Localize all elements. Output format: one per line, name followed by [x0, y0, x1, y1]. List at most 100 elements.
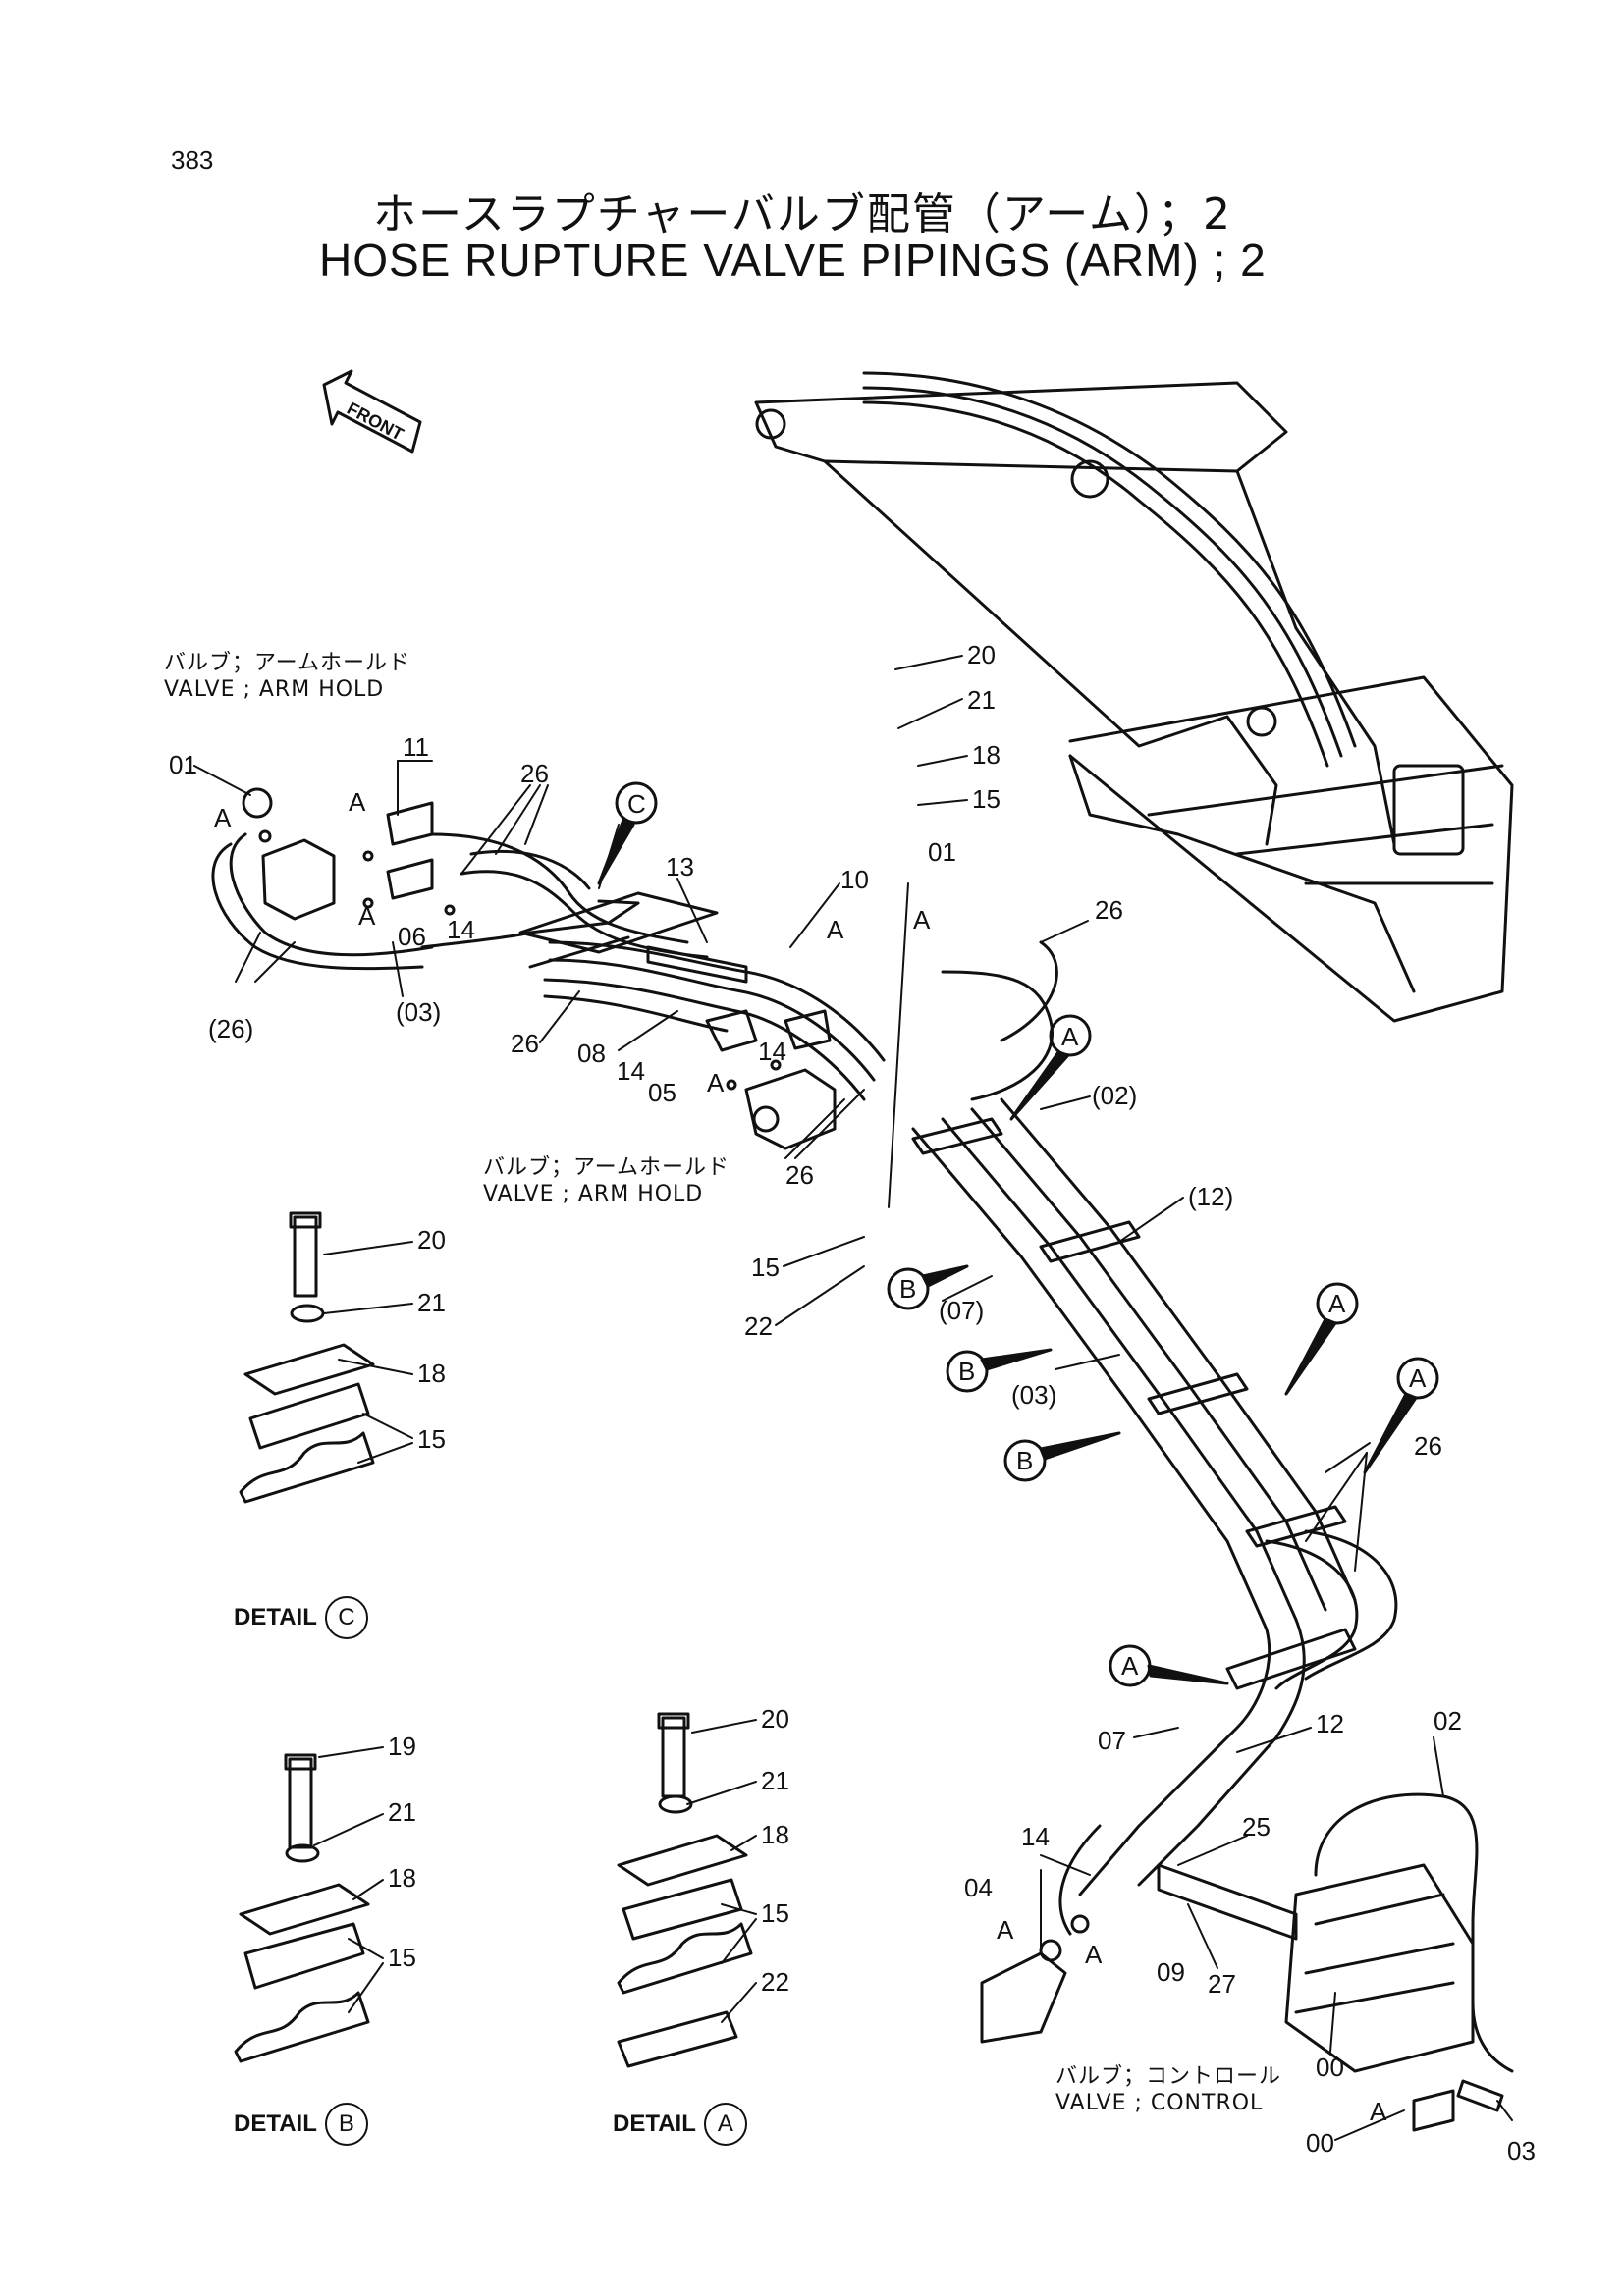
detail-b-callout-15: 15: [388, 1943, 416, 1972]
page-number: 383: [171, 145, 214, 175]
part-callouts: 20 21 18 15 01 A 11 A A 06 14 (03) (26) …: [169, 640, 1536, 2165]
detail-c-circle: C: [324, 1596, 368, 1639]
arm-hold-valve-caption-top-en: VALVE ; ARM HOLD: [164, 677, 385, 702]
control-valve-caption-jp: バルブ；コントロール: [1055, 2064, 1282, 2089]
detail-b-parts: [234, 1753, 370, 2063]
callout-22: 22: [744, 1311, 773, 1341]
callout-a: A: [997, 1915, 1014, 1945]
detail-b-callout-21: 21: [388, 1797, 416, 1827]
callout-25: 25: [1242, 1812, 1271, 1842]
detail-a-callout-20: 20: [761, 1704, 789, 1734]
control-valve-caption: バルブ；コントロール VALVE ; CONTROL: [1055, 2063, 1281, 2116]
clamp-rail-c: [518, 891, 719, 969]
arm-hold-valve-caption-top: バルブ；アームホールド VALVE ; ARM HOLD: [164, 650, 410, 703]
callout-a: A: [707, 1068, 725, 1097]
callout-06: 06: [398, 922, 426, 951]
callout-02: 02: [1434, 1706, 1462, 1735]
callout-a: A: [913, 905, 931, 934]
callout-a: A: [1409, 1363, 1427, 1393]
callout-02: (02): [1092, 1081, 1137, 1110]
callout-26: 26: [511, 1029, 539, 1058]
callout-09: 09: [1157, 1957, 1185, 1987]
callout-12: 12: [1316, 1709, 1344, 1738]
callout-04: 04: [964, 1873, 993, 1902]
callout-26: 26: [520, 759, 549, 788]
detail-a-callout-22: 22: [761, 1967, 789, 1997]
detail-a-callout-15: 15: [761, 1898, 789, 1928]
arm-hold-valve-caption-top-jp: バルブ；アームホールド: [164, 651, 411, 675]
callout-15: 15: [972, 784, 1001, 814]
control-valve-caption-en: VALVE ; CONTROL: [1055, 2091, 1264, 2115]
callout-03: (03): [1011, 1380, 1056, 1410]
callout-15: 15: [751, 1253, 780, 1282]
detail-a-label: DETAIL: [613, 2110, 696, 2137]
control-valve-and-hose-02: [980, 1792, 1514, 2132]
callout-a: A: [1085, 1940, 1103, 1969]
callout-07: (07): [939, 1296, 984, 1325]
callout-b: B: [958, 1357, 975, 1386]
detail-c-caption: DETAIL C: [234, 1596, 368, 1639]
detail-a-callout-21: 21: [761, 1766, 789, 1795]
detail-c-callout-18: 18: [417, 1359, 446, 1388]
callout-14: 14: [617, 1056, 645, 1086]
arm-hold-valve-caption-middle: バルブ；アームホールド VALVE ; ARM HOLD: [483, 1154, 730, 1207]
callout-a: A: [214, 803, 232, 832]
callout-00: 00: [1306, 2128, 1334, 2158]
callout-01: 01: [928, 837, 956, 867]
callout-a: A: [1370, 2097, 1387, 2126]
callout-01: 01: [169, 750, 197, 779]
pipe-bundle-long: [911, 1097, 1357, 1936]
callout-a: A: [358, 901, 376, 931]
callout-21: 21: [967, 685, 996, 715]
hose-group-right: [941, 940, 1398, 1690]
callout-07: 07: [1098, 1726, 1126, 1755]
leader-lines: [193, 655, 1513, 2141]
callout-a: A: [349, 787, 366, 817]
callout-26: 26: [1414, 1431, 1442, 1461]
detail-a-parts: [617, 1712, 753, 2068]
callout-11: 11: [403, 732, 429, 762]
reference-markers: [597, 781, 1439, 1687]
detail-b-callout-19: 19: [388, 1732, 416, 1761]
callout-14: 14: [1021, 1822, 1050, 1851]
detail-c-label: DETAIL: [234, 1604, 317, 1630]
detail-a-callout-18: 18: [761, 1820, 789, 1849]
detail-b-callout-18: 18: [388, 1863, 416, 1893]
detail-c-callout-15: 15: [417, 1424, 446, 1454]
callout-b: B: [899, 1274, 916, 1304]
callout-18: 18: [972, 740, 1001, 770]
page-title-japanese: ホースラプチャーバルブ配管（アーム）；2: [373, 189, 1232, 240]
callout-a: A: [827, 915, 844, 944]
callout-10: 10: [840, 865, 869, 894]
front-arrow-icon: [322, 369, 422, 454]
page-title: HOSE RUPTURE VALVE PIPINGS (ARM) ; 2: [319, 235, 1267, 286]
callout-27: 27: [1208, 1969, 1236, 1999]
callout-20: 20: [967, 640, 996, 669]
callout-a: A: [1061, 1022, 1079, 1051]
detail-c-parts: [239, 1211, 375, 1504]
callout-08: 08: [577, 1039, 606, 1068]
callout-14: 14: [758, 1037, 786, 1066]
arm-hold-valve-middle: [705, 1009, 837, 1150]
callout-b: B: [1016, 1446, 1033, 1475]
callout-05: 05: [648, 1078, 676, 1107]
callout-26: 26: [1095, 895, 1123, 925]
detail-c-callout-21: 21: [417, 1288, 446, 1317]
callout-14: 14: [447, 915, 475, 944]
callout-26: 26: [785, 1160, 814, 1190]
callout-a: A: [1328, 1289, 1346, 1318]
callout-03: 03: [1507, 2136, 1536, 2165]
detail-c-callout-20: 20: [417, 1225, 446, 1255]
callout-26: (26): [208, 1014, 253, 1043]
detail-b-circle: B: [324, 2103, 368, 2146]
detail-b-label: DETAIL: [234, 2110, 317, 2137]
arm-hold-valve-caption-middle-jp: バルブ；アームホールド: [483, 1155, 730, 1180]
detail-a-circle: A: [703, 2103, 747, 2146]
callout-a: A: [1121, 1651, 1139, 1681]
arm-hold-valve-caption-middle-en: VALVE ; ARM HOLD: [483, 1182, 704, 1206]
callout-03: (03): [396, 997, 441, 1027]
detail-a-caption: DETAIL A: [613, 2103, 747, 2146]
callout-13: 13: [666, 852, 694, 881]
callout-00: 00: [1316, 2053, 1344, 2082]
